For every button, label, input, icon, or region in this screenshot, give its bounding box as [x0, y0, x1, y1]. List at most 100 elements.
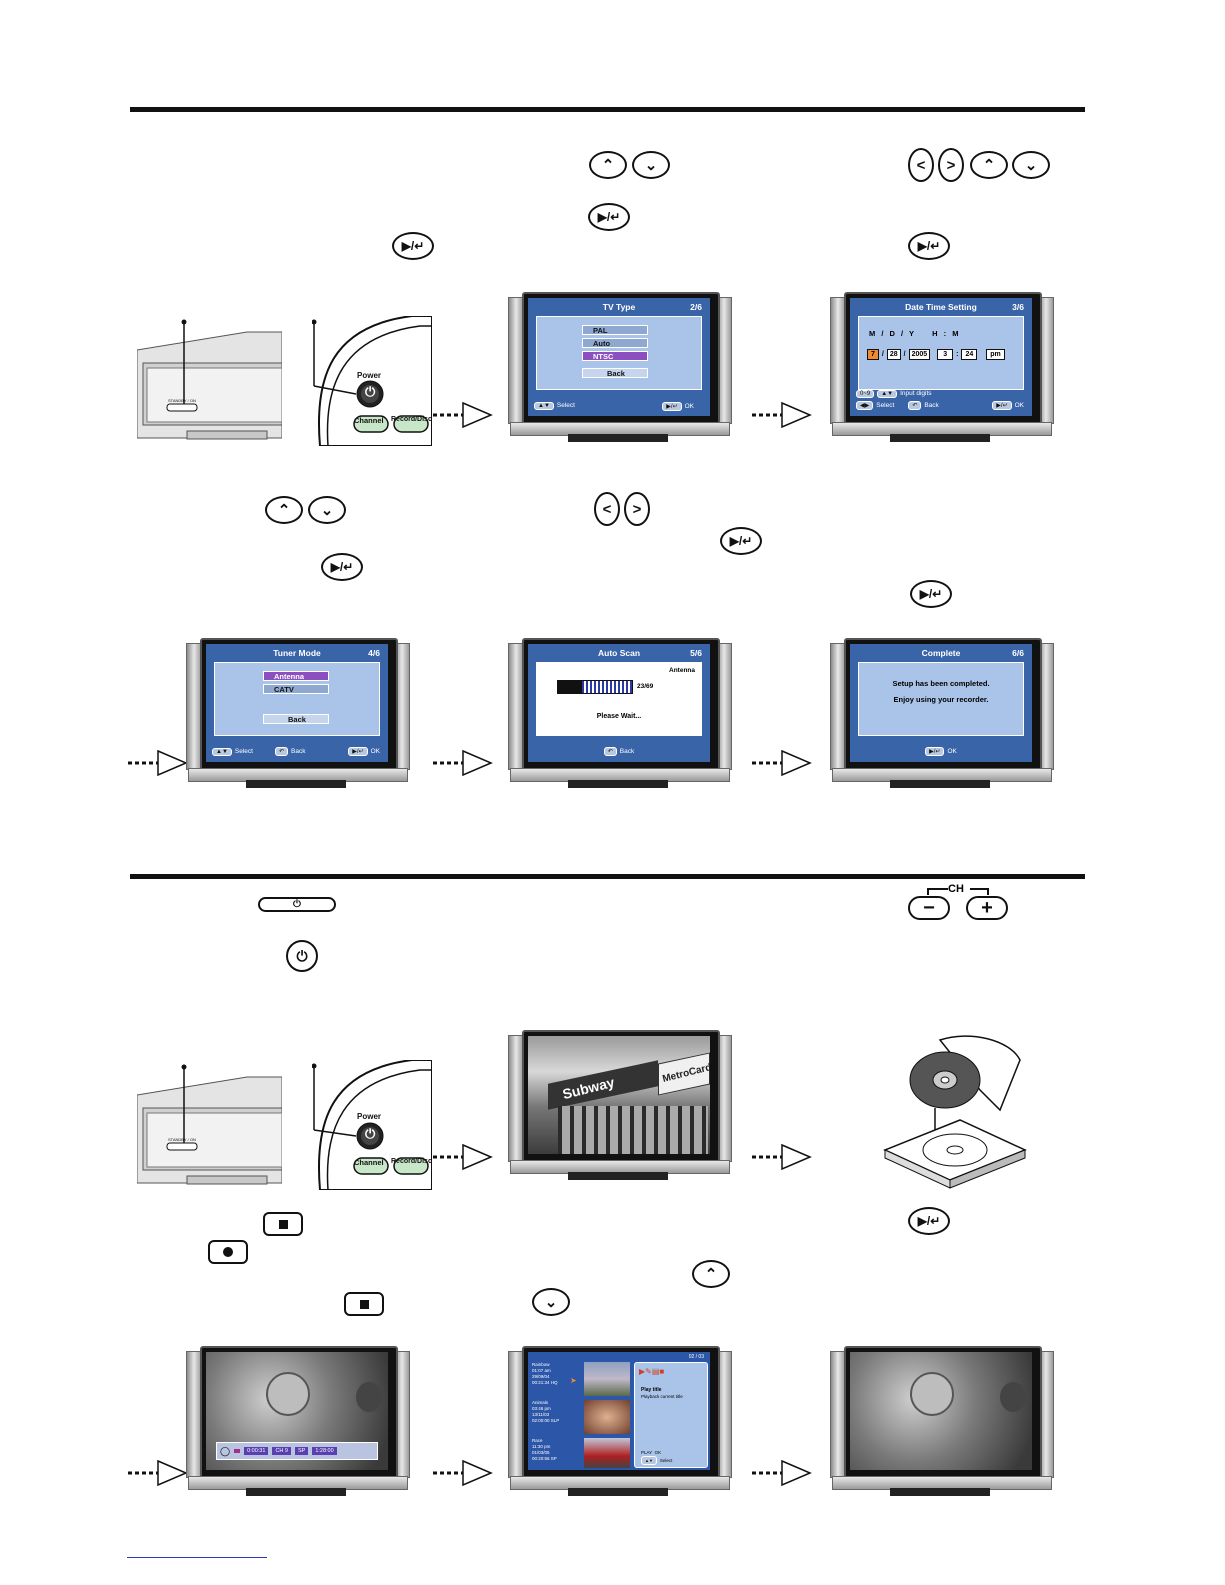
right-button-icon: > — [624, 492, 650, 526]
entry-date: 01/03/05 — [532, 1450, 550, 1455]
channel-value: CH 9 — [272, 1447, 291, 1455]
standby-button-icon: ⏻ — [258, 897, 336, 912]
back-button: Back — [263, 714, 329, 724]
subway-photo: Subway MetroCard — [528, 1036, 710, 1154]
elapsed-time: 0:00:31 — [244, 1447, 269, 1455]
left-button-icon: < — [594, 492, 620, 526]
play-key-label: PLAY — [641, 1450, 653, 1455]
power-button-icon: ⏻ — [286, 940, 318, 972]
up-button-icon: ⌃ — [970, 151, 1008, 179]
tuner-mode-screen: Tuner Mode 4/6 Antenna CATV Back ▲▼Selec… — [186, 638, 410, 796]
down-button-icon: ⌄ — [532, 1288, 570, 1316]
screen-page: 4/6 — [368, 648, 380, 658]
record-mode: SP — [294, 1447, 309, 1455]
screen-title: TV Type — [602, 302, 636, 312]
section-rule-middle — [130, 874, 1085, 879]
power-label: Power — [357, 371, 382, 380]
day-field: 28 — [886, 349, 901, 360]
flow-arrow-icon — [752, 1459, 812, 1487]
down-button-icon: ⌄ — [1012, 151, 1050, 179]
record-disc-label: Record/Disc — [391, 416, 432, 423]
entry-date: 29/09/04 — [532, 1374, 550, 1379]
footer-link-underline — [127, 1557, 267, 1558]
screen-page: 6/6 — [1012, 648, 1024, 658]
flow-arrow-icon — [433, 749, 493, 777]
foot-input: Input digits — [900, 390, 932, 397]
play-enter-button-icon: ▶/↵ — [910, 580, 952, 608]
recorder-front-illustration: STANDBY / ON — [136, 1063, 283, 1188]
swimming-photo — [850, 1352, 1032, 1470]
record-disc-icon: ◯ — [220, 1445, 231, 1456]
foot-ok: OK — [947, 748, 957, 755]
play-enter-button-icon: ▶/↵ — [321, 553, 363, 581]
play-enter-button-icon: ▶/↵ — [588, 203, 630, 231]
section-rule-top — [130, 107, 1085, 112]
foot-back: Back — [924, 402, 939, 409]
screen-page: 2/6 — [690, 302, 702, 312]
up-button-icon: ⌃ — [589, 151, 627, 179]
action-desc: Playback current title — [641, 1394, 683, 1399]
power-icon: ⏻ — [365, 1126, 376, 1141]
year-field: 2005 — [908, 349, 931, 360]
screen-title: Auto Scan — [597, 648, 641, 658]
select-label: Select — [659, 1458, 673, 1463]
entry-length: 02:00:00 SLP — [532, 1418, 560, 1423]
thumbnail-animals — [584, 1400, 630, 1434]
auto-scan-screen: Auto Scan 5/6 Antenna 23/69 Please Wait.… — [508, 638, 732, 796]
complete-line-2: Enjoy using your recorder. — [893, 695, 989, 704]
foot-ok: OK — [1014, 402, 1024, 409]
entry-time: 11:30 pm — [532, 1444, 551, 1449]
ampm-field: pm — [986, 349, 1005, 360]
down-button-icon: ⌄ — [632, 151, 670, 179]
foot-back: Back — [291, 748, 306, 755]
entry-name: Race — [532, 1438, 543, 1443]
flow-arrow-icon — [752, 749, 812, 777]
scan-source: Antenna — [669, 667, 695, 674]
remote-power-illustration: ⏻ Power Channel Record/Disc — [311, 315, 433, 447]
flow-arrow-icon — [752, 401, 812, 429]
screen-page: 3/6 — [1012, 302, 1024, 312]
date-field-labels: M / D / Y H : M — [869, 329, 959, 338]
month-field: 7 — [867, 349, 879, 360]
complete-screen: Complete 6/6 Setup has been completed. E… — [830, 638, 1054, 796]
flow-arrow-icon — [752, 1143, 812, 1171]
action-icons: ▶✎▤■ — [639, 1367, 665, 1376]
tv-playback-screen — [830, 1346, 1054, 1504]
scan-progress-fill — [558, 681, 583, 693]
stop-button-icon — [263, 1212, 303, 1236]
action-panel: ▶✎▤■ Play title Playback current title P… — [634, 1362, 708, 1468]
remote-power-illustration: ⏻ Power Channel Record/Disc — [311, 1059, 433, 1191]
scan-progress-bar — [557, 680, 633, 694]
record-info-bar: ◯ 0:00:31 CH 9 SP 1:28:00 — [216, 1442, 378, 1460]
channel-label: Channel — [354, 1158, 384, 1167]
hour-field: 3 — [937, 349, 954, 360]
tv-type-screen: TV Type 2/6 PAL Auto NTSC Back ▲▼Select▶… — [508, 292, 732, 450]
ch-plus-icon: + — [966, 896, 1008, 920]
left-button-icon: < — [908, 148, 934, 182]
channel-label: Channel — [354, 416, 384, 425]
record-indicator-icon — [234, 1449, 241, 1453]
screen-title: Complete — [921, 648, 961, 658]
play-enter-button-icon: ▶/↵ — [908, 232, 950, 260]
play-enter-button-icon: ▶/↵ — [908, 1207, 950, 1235]
foot-select: Select — [556, 402, 575, 409]
option-antenna: Antenna — [263, 671, 329, 681]
standby-label: STANDBY / ON — [168, 1137, 196, 1142]
entry-name: Rainbow — [532, 1362, 550, 1367]
action-title: Play title — [641, 1387, 662, 1393]
foot-select: Select — [876, 402, 895, 409]
screen-title: Tuner Mode — [273, 648, 321, 658]
complete-line-1: Setup has been completed. — [892, 679, 990, 688]
flow-arrow-icon — [433, 1143, 493, 1171]
power-icon: ⏻ — [365, 384, 376, 399]
screen-page: 5/6 — [690, 648, 702, 658]
remaining-time: 1:28:00 — [312, 1447, 337, 1455]
selection-arrow-icon: ➤ — [570, 1376, 577, 1385]
scan-wait-text: Please Wait... — [596, 713, 642, 720]
ok-label: OK — [654, 1450, 662, 1455]
record-button-icon — [208, 1240, 248, 1264]
title-browser-screen: 02 / 03 Rainbow 01:07 am 29/09/04 00:21:… — [508, 1346, 732, 1504]
option-pal: PAL — [582, 325, 648, 335]
stop-button-icon — [344, 1292, 384, 1316]
standby-label: STANDBY / ON — [168, 398, 196, 403]
